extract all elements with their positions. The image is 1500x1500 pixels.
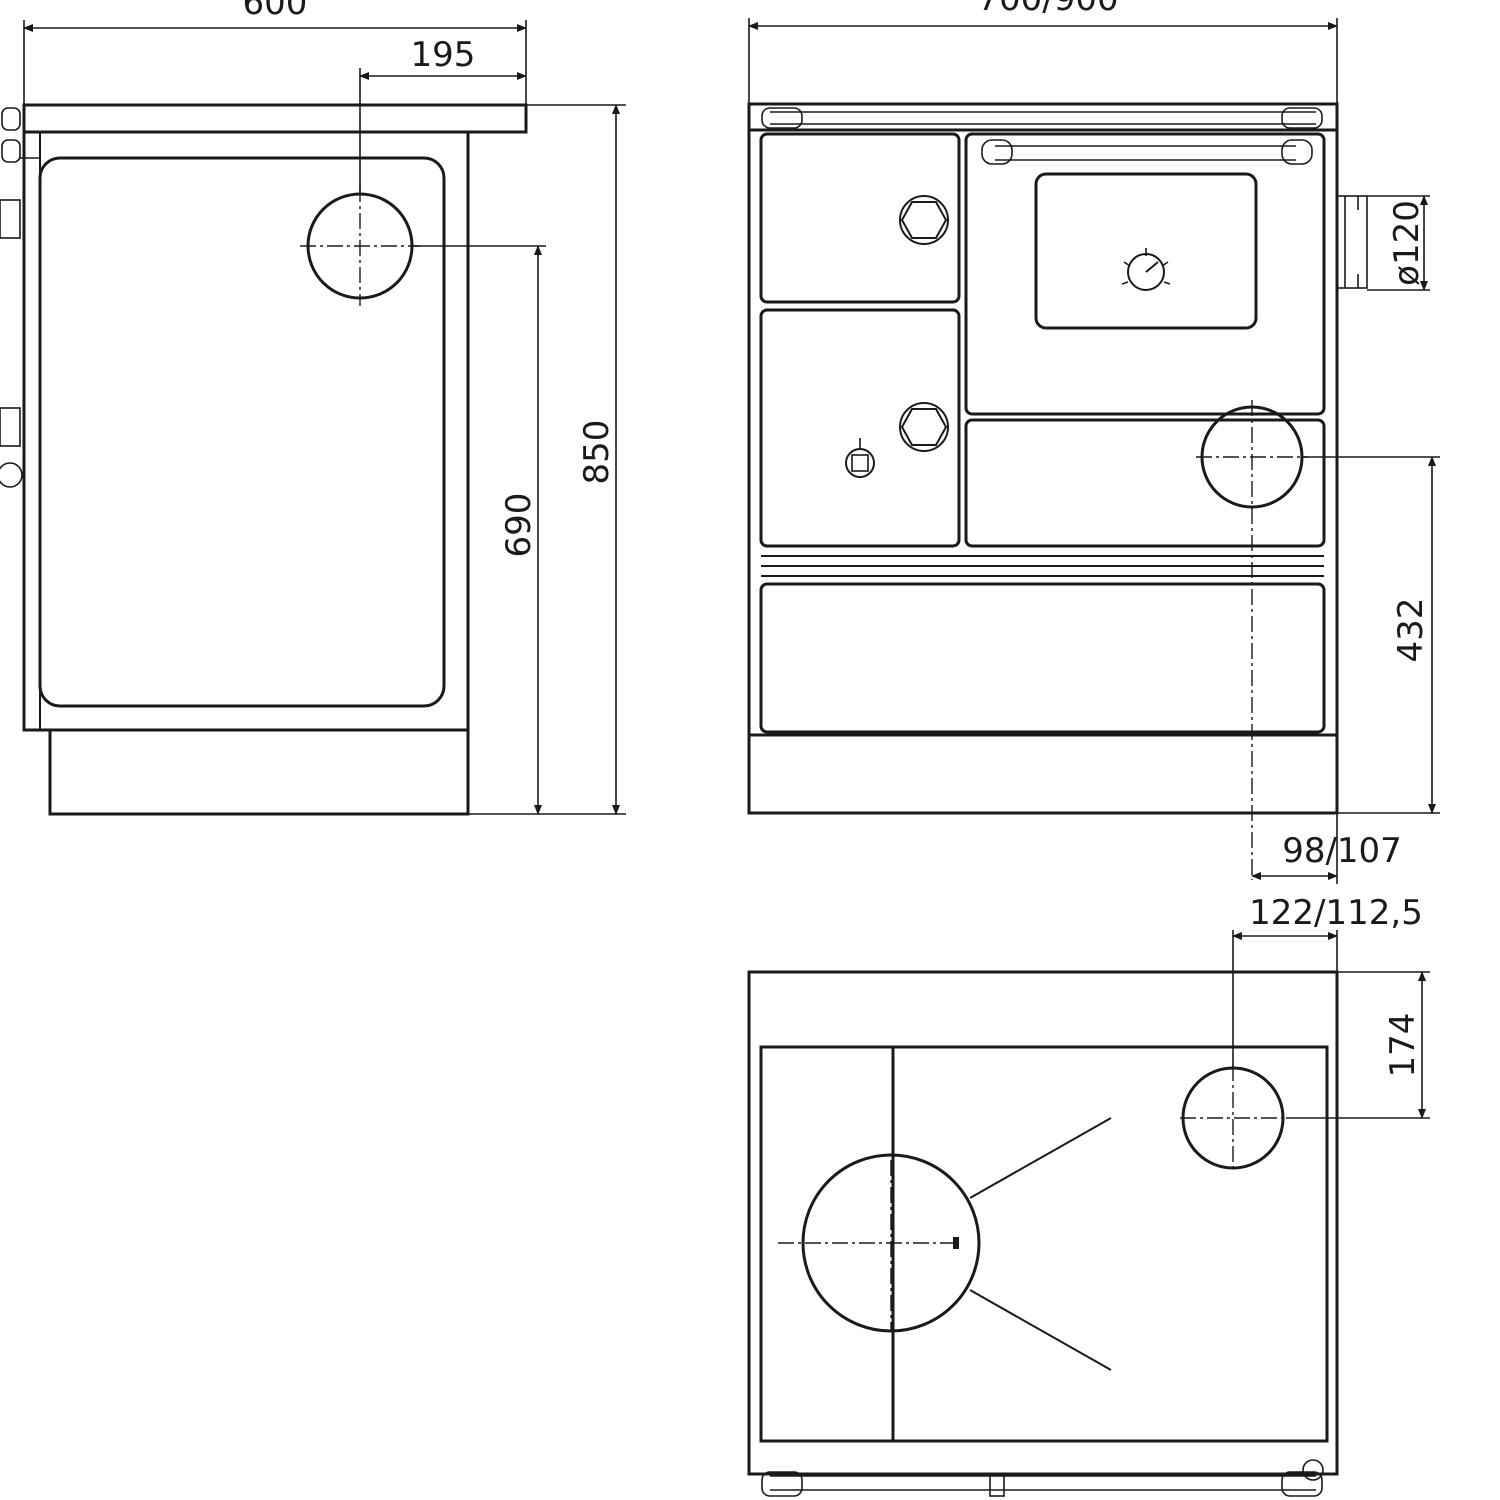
oven-handle [981, 139, 1313, 165]
front-top-plate [747, 102, 1339, 132]
front-ash-door [759, 308, 961, 548]
top-front-rail [761, 1459, 1324, 1497]
dim-front-flue-side-offset: 98/107 [1282, 831, 1402, 871]
top-view: 122/112,5 174 [747, 893, 1430, 1497]
air-regulator-knob [845, 438, 875, 478]
dim-side-total-height: 850 [577, 420, 617, 485]
front-storage-drawer [759, 582, 1326, 734]
dim-front-flue-diameter: ø120 [1387, 200, 1427, 286]
dim-front-width: 700/900 [977, 0, 1118, 19]
front-lower-compartment [964, 418, 1326, 548]
thermometer-icon [1121, 248, 1171, 291]
ash-door-knob [899, 402, 949, 452]
dim-side-flue-height: 690 [499, 493, 539, 558]
side-panel [38, 156, 446, 708]
dim-side-flue-offset: 195 [411, 35, 476, 75]
dim-top-flue-side-offset: 122/112,5 [1249, 893, 1423, 933]
side-body [22, 130, 470, 732]
front-side-flue-pipe [1336, 195, 1368, 289]
top-cooking-ring [801, 1153, 981, 1333]
firebox-door-knob [899, 195, 949, 245]
front-firebox-door [759, 132, 961, 304]
side-top-plate [22, 103, 528, 134]
dim-side-width: 600 [243, 0, 308, 23]
dim-top-flue-depth-offset: 174 [1383, 1013, 1423, 1078]
oven-window [1034, 172, 1258, 330]
front-top-rail [761, 107, 1323, 129]
side-plinth [48, 728, 470, 816]
front-oven-door [964, 132, 1326, 416]
dim-front-flue-height: 432 [1391, 598, 1431, 663]
front-view: 700/900 ø120 432 98/107 [747, 0, 1440, 884]
top-outline [747, 970, 1339, 1476]
side-view: 600 195 850 690 [0, 0, 626, 816]
side-front-fittings [0, 107, 40, 488]
front-plinth [747, 733, 1339, 815]
top-hotplate [759, 1045, 1329, 1443]
front-body [747, 128, 1339, 737]
